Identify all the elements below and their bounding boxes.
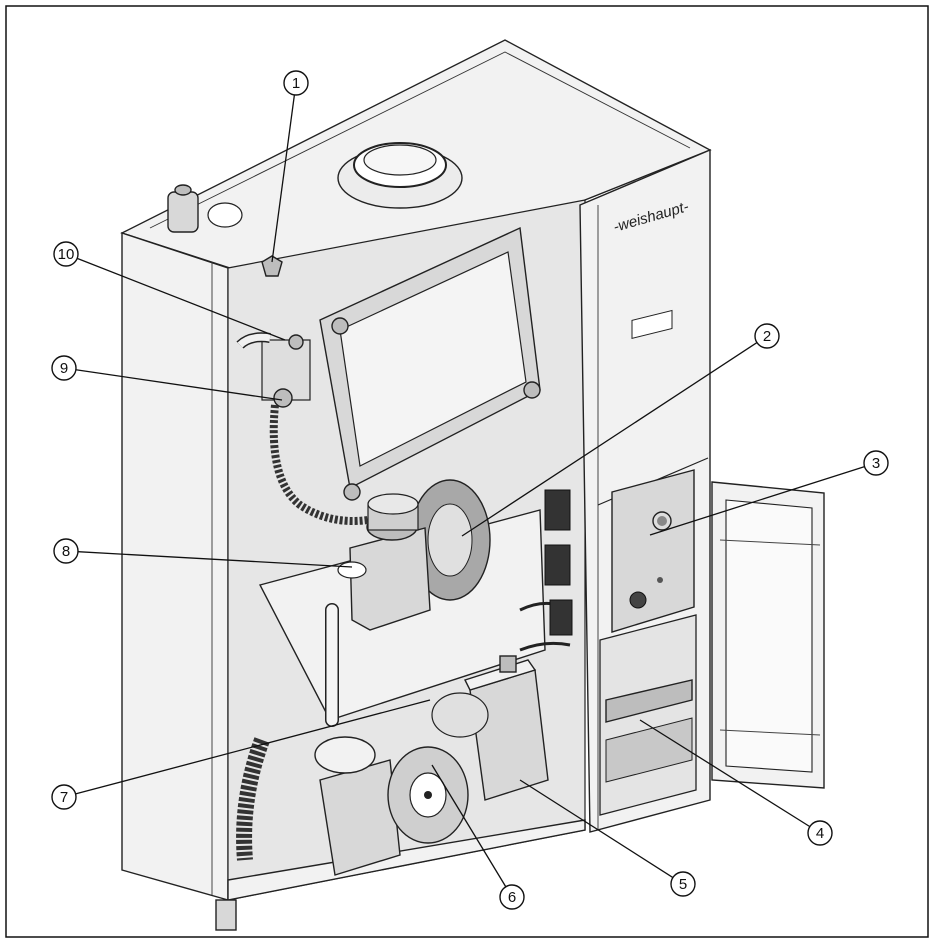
callout-number-10: 10 bbox=[58, 246, 75, 263]
callout-number-7: 7 bbox=[60, 789, 68, 806]
callout-number-1: 1 bbox=[292, 75, 300, 92]
callout-circle-9 bbox=[51, 355, 77, 381]
callout-circle-5 bbox=[670, 871, 696, 897]
boiler-illustration: -weishaupt- bbox=[120, 39, 825, 931]
callout-number-9: 9 bbox=[60, 360, 68, 377]
callout-circle-3 bbox=[863, 450, 889, 476]
control-panel bbox=[611, 469, 695, 633]
callout-circle-8 bbox=[53, 538, 79, 564]
callout-leader-6 bbox=[431, 764, 507, 888]
callout-leader-3 bbox=[649, 466, 865, 536]
display-window bbox=[631, 309, 673, 340]
air-vent bbox=[167, 191, 199, 233]
pump-electronics-box bbox=[319, 759, 401, 876]
callout-leader-1 bbox=[271, 94, 296, 263]
main-switch bbox=[629, 591, 647, 609]
callout-number-3: 3 bbox=[872, 455, 880, 472]
callout-leader-4 bbox=[639, 719, 811, 828]
callout-number-5: 5 bbox=[679, 876, 687, 893]
callout-number-2: 2 bbox=[763, 328, 771, 345]
callout-circle-4 bbox=[807, 820, 833, 846]
callout-circle-6 bbox=[499, 884, 525, 910]
callout-circle-1 bbox=[283, 70, 309, 96]
callout-number-8: 8 bbox=[62, 543, 70, 560]
callout-number-6: 6 bbox=[508, 889, 516, 906]
callout-leader-5 bbox=[519, 779, 674, 879]
callout-leader-8 bbox=[77, 551, 353, 568]
callout-leader-10 bbox=[76, 257, 286, 341]
callout-leader-9 bbox=[75, 369, 283, 401]
callout-circle-10 bbox=[53, 241, 79, 267]
callout-leader-2 bbox=[461, 342, 758, 537]
callout-circle-7 bbox=[51, 784, 77, 810]
pressure-sensor bbox=[261, 255, 283, 277]
callout-number-4: 4 bbox=[816, 825, 824, 842]
drain-connector bbox=[215, 899, 237, 931]
diverter-valve-actuator bbox=[469, 669, 549, 801]
callout-circle-2 bbox=[754, 323, 780, 349]
callout-group: 1 2 3 4 5 6 7 8 9 10 bbox=[51, 70, 889, 910]
callout-leader-7 bbox=[75, 699, 431, 795]
